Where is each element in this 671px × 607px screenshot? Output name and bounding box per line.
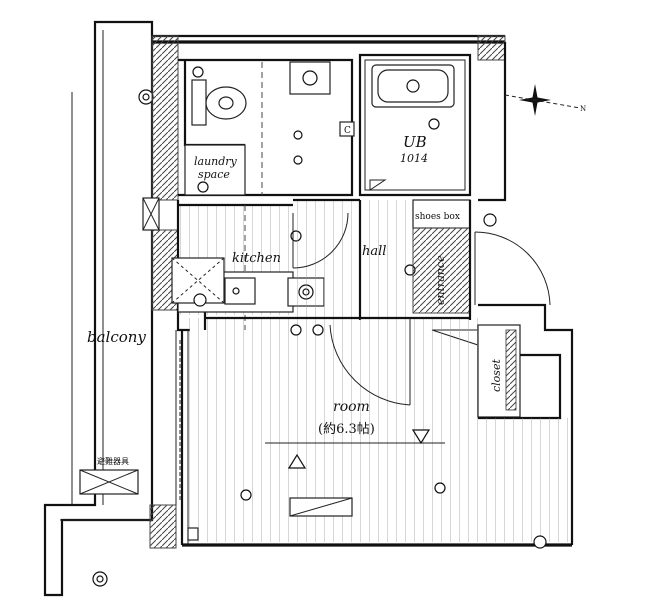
unit-bath: UB 1014 bbox=[358, 53, 472, 197]
sink-icon bbox=[224, 277, 256, 305]
shoes-box-label: shoes box bbox=[415, 212, 460, 222]
north-label: N bbox=[580, 105, 586, 113]
room-size-label: (約6.3帖) bbox=[318, 422, 375, 437]
compass-icon: N bbox=[504, 84, 586, 116]
ceiling-light-icon bbox=[434, 482, 446, 494]
fixture-point-icon bbox=[293, 130, 303, 140]
drain-icon bbox=[192, 66, 204, 78]
outlet-triangle-icon bbox=[411, 429, 431, 445]
evacuation-hatch bbox=[79, 469, 139, 495]
balcony-window bbox=[175, 330, 181, 505]
unit-bath-size: 1014 bbox=[400, 152, 428, 165]
ceiling-light-icon bbox=[290, 324, 302, 336]
switch-icon bbox=[187, 527, 199, 541]
evac-hatch-label: 避難器具 bbox=[97, 456, 129, 466]
toilet-area: C laundry space bbox=[178, 58, 355, 197]
laundry-label-1: laundry bbox=[194, 155, 238, 168]
hall-label: hall bbox=[362, 244, 386, 259]
fixture-point-icon bbox=[293, 155, 303, 165]
drain-icon bbox=[193, 293, 207, 307]
unit-bath-label: UB bbox=[403, 133, 427, 151]
shower-icon bbox=[428, 118, 440, 130]
laundry-label-2: space bbox=[198, 168, 230, 181]
c-mark-label: C bbox=[344, 126, 351, 136]
outlet-icon bbox=[533, 535, 547, 549]
cabinet-box bbox=[339, 121, 355, 137]
entrance-area: shoes box entrance bbox=[412, 42, 551, 320]
room-label: room bbox=[333, 399, 370, 415]
closet-label: closet bbox=[490, 359, 503, 392]
outlet-triangle-icon bbox=[287, 453, 307, 469]
toilet-tank bbox=[191, 79, 207, 126]
main-room: room (約6.3帖) bbox=[187, 316, 570, 549]
balcony-label: balcony bbox=[87, 328, 146, 346]
drain-icon bbox=[197, 181, 209, 193]
exterior-walls bbox=[142, 34, 574, 549]
laundry-space: laundry space bbox=[184, 144, 246, 196]
doorbell-icon bbox=[483, 213, 497, 227]
entrance-label: entrance bbox=[434, 255, 447, 305]
hall-area: hall bbox=[292, 198, 416, 320]
aircon-outlet-icon bbox=[240, 489, 252, 501]
outlet-icon bbox=[312, 324, 324, 336]
balcony-area: 避難器具 balcony bbox=[43, 20, 154, 597]
kitchen-label: kitchen bbox=[232, 251, 281, 266]
